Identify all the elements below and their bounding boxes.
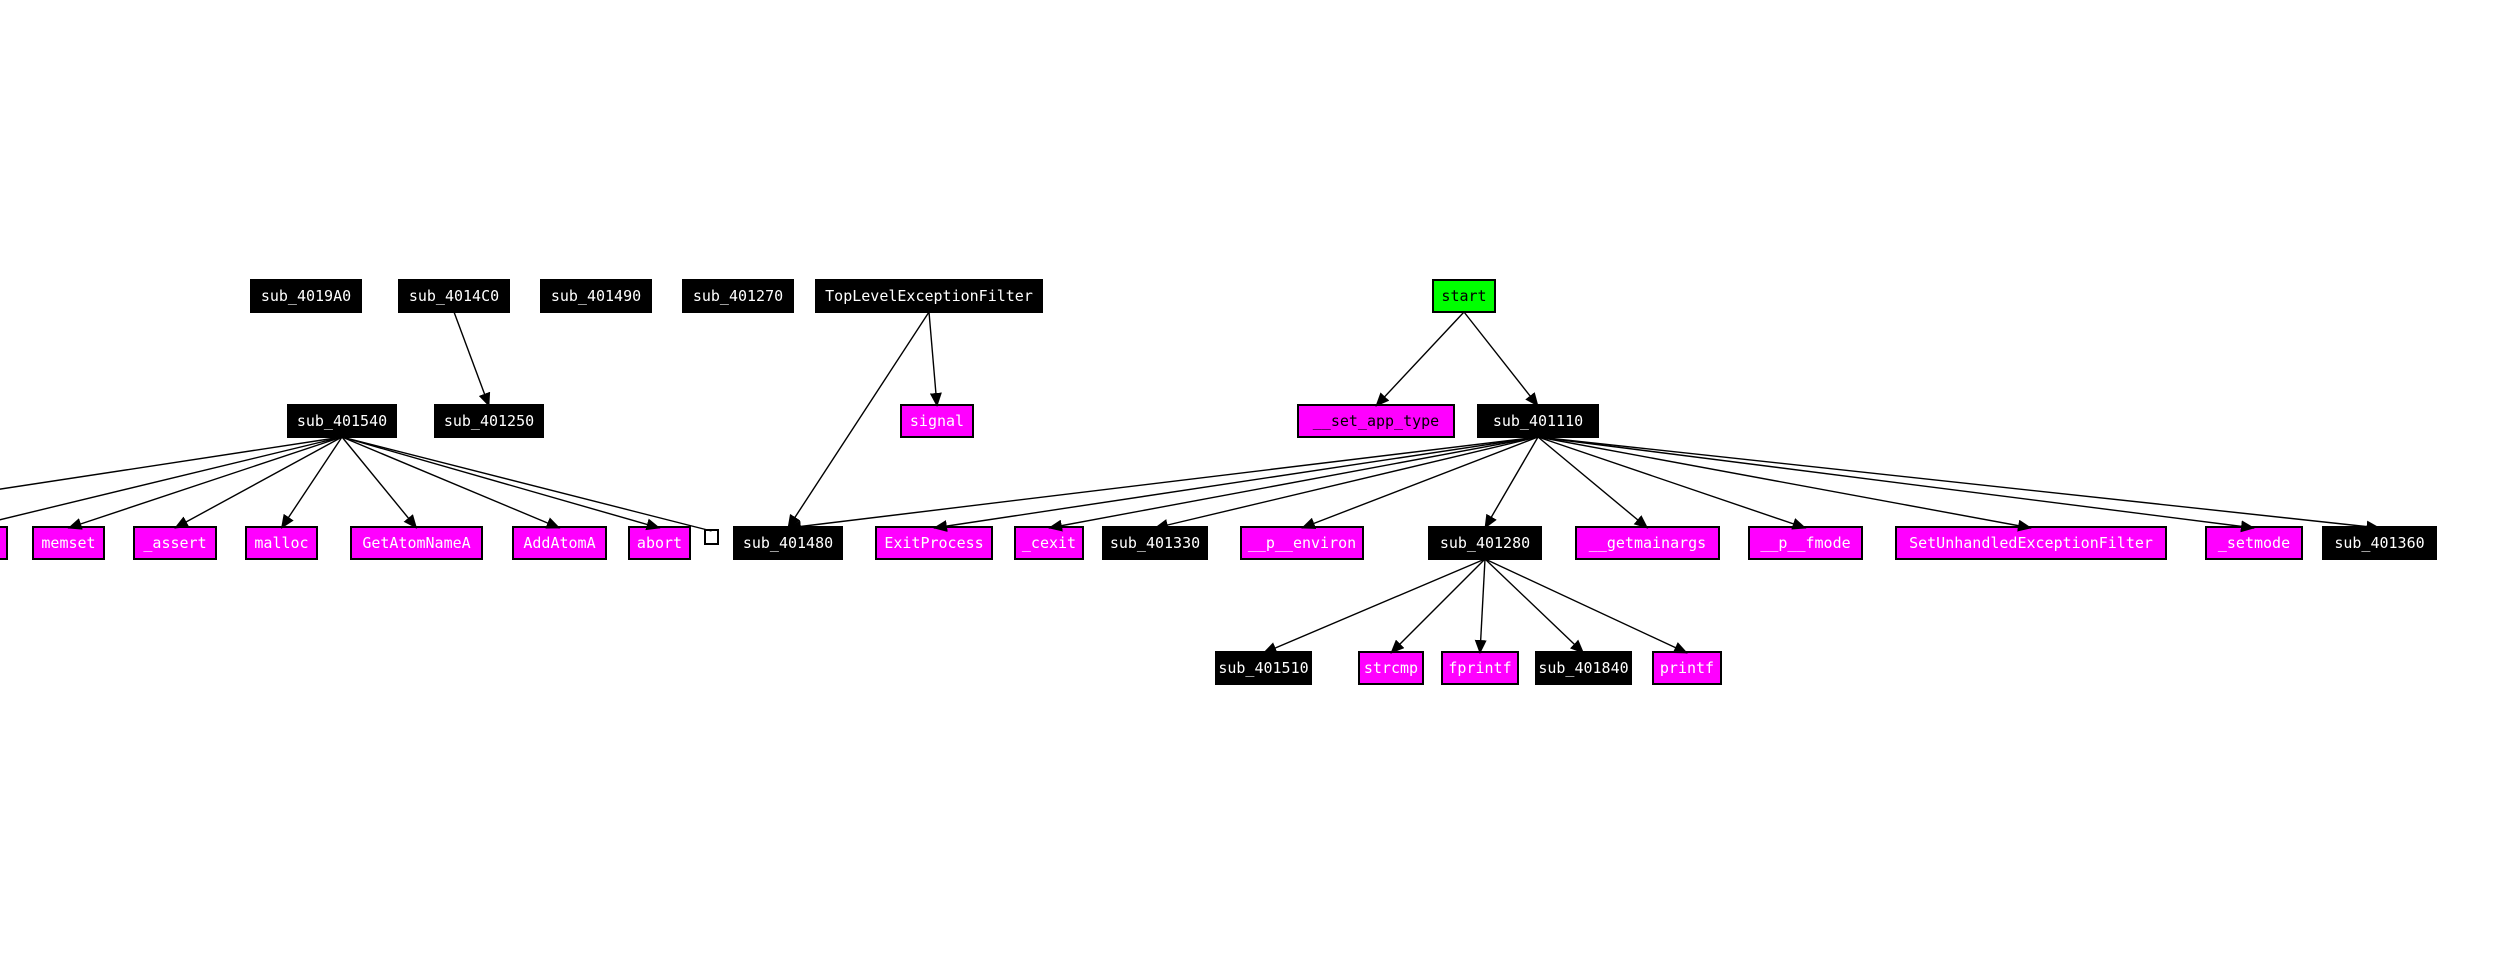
- edge-sub_401540-to-_assert: [174, 436, 343, 529]
- graph-node-abort[interactable]: abort: [628, 526, 691, 560]
- edge-sub_401540-to-malloc: [280, 436, 343, 529]
- node-label: sub_401360: [2334, 533, 2425, 552]
- graph-node-memset[interactable]: memset: [32, 526, 105, 560]
- node-label: memset: [41, 533, 96, 552]
- node-label: sub_401250: [443, 411, 535, 430]
- node-label: printf: [1659, 658, 1715, 677]
- node-label: GetAtomNameA: [362, 533, 471, 552]
- graph-node-GetAtomNameA[interactable]: GetAtomNameA: [350, 526, 483, 560]
- edge-sub_401110-to-ExitProcess: [933, 436, 1539, 532]
- node-label: signal: [909, 411, 965, 430]
- graph-node-fprintf[interactable]: fprintf: [1441, 651, 1519, 685]
- edge-sub_401540-to-memset: [67, 436, 343, 530]
- graph-node-AddAtomA[interactable]: AddAtomA: [512, 526, 607, 560]
- edge-sub_401110-to-__getmainargs: [1537, 436, 1649, 529]
- graph-node-sub_401330[interactable]: sub_401330: [1102, 526, 1208, 560]
- edge-TopLevelExceptionFilter-to-signal: [928, 311, 942, 407]
- node-label: TopLevelExceptionFilter: [825, 286, 1033, 305]
- node-label: _setmode: [2217, 533, 2291, 552]
- graph-node-sub_401490[interactable]: sub_401490: [540, 279, 652, 313]
- graph-node-sub_401110[interactable]: sub_401110: [1477, 404, 1599, 438]
- edge-sub_401280-to-sub_401510: [1262, 558, 1486, 654]
- edge-sub_401540-to-GetAtomNameA: [341, 436, 418, 529]
- graph-node-sub_401280[interactable]: sub_401280: [1428, 526, 1542, 560]
- edge-sub_401540-to-AddAtomA: [341, 436, 561, 529]
- edge-sub_401110-to-sub_401480: [787, 436, 1539, 533]
- graph-node-_cexit[interactable]: _cexit: [1014, 526, 1084, 560]
- node-label: malloc: [254, 533, 309, 552]
- node-label: sub_401510: [1218, 658, 1309, 677]
- graph-node-clipped_left[interactable]: [0, 526, 8, 560]
- edge-start-to-sub_401110: [1463, 311, 1539, 407]
- node-label: sub_401110: [1492, 411, 1584, 430]
- graph-node-_assert[interactable]: _assert: [133, 526, 217, 560]
- edge-sub_401110-to-__p__fmode: [1537, 436, 1807, 530]
- edge-sub_401280-to-sub_401840: [1484, 558, 1585, 654]
- node-label: sub_401840: [1538, 658, 1629, 677]
- graph-node-sub_401480[interactable]: sub_401480: [733, 526, 843, 560]
- graph-node-malloc[interactable]: malloc: [245, 526, 318, 560]
- graph-node-sub_4019A0[interactable]: sub_4019A0: [250, 279, 362, 313]
- node-label: __getmainargs: [1588, 533, 1707, 552]
- edge-sub_401540-to-abort: [341, 436, 661, 531]
- node-label: abort: [636, 533, 683, 552]
- graph-node-ExitProcess[interactable]: ExitProcess: [875, 526, 993, 560]
- edge-sub_401280-to-fprintf: [1474, 558, 1487, 654]
- node-label: sub_401540: [296, 411, 388, 430]
- node-label: SetUnhandledExceptionFilter: [1909, 533, 2153, 552]
- graph-node-_setmode[interactable]: _setmode: [2205, 526, 2303, 560]
- graph-node-sub_401840[interactable]: sub_401840: [1535, 651, 1632, 685]
- graph-node-SetUnhandledExceptionFilter[interactable]: SetUnhandledExceptionFilter: [1895, 526, 2167, 560]
- edge-start-to-__set_app_type: [1375, 311, 1465, 407]
- edge-sub_401110-to-sub_401280: [1484, 436, 1539, 529]
- node-label: sub_401280: [1439, 533, 1531, 552]
- node-label: _cexit: [1021, 533, 1077, 552]
- edge-sub_401280-to-strcmp: [1390, 558, 1486, 654]
- graph-node-sub_401360[interactable]: sub_401360: [2322, 526, 2437, 560]
- graph-node-start[interactable]: start: [1432, 279, 1496, 313]
- graph-node-__p__fmode[interactable]: __p__fmode: [1748, 526, 1863, 560]
- graph-node-sub_4014C0[interactable]: sub_4014C0: [398, 279, 510, 313]
- edge-sub_4014C0-to-sub_401250: [453, 311, 491, 407]
- edge-sub_401110-to-sub_401330: [1154, 436, 1539, 531]
- graph-node-strcmp[interactable]: strcmp: [1358, 651, 1424, 685]
- graph-node-__p__environ[interactable]: __p__environ: [1240, 526, 1364, 560]
- node-label: sub_401480: [742, 533, 834, 552]
- node-label: start: [1441, 286, 1487, 305]
- edge-sub_401110-to-_setmode: [1537, 436, 2255, 533]
- edge-sub_401110-to-__p__environ: [1301, 436, 1539, 529]
- graph-node-sub_401250[interactable]: sub_401250: [434, 404, 544, 438]
- graph-node-printf[interactable]: printf: [1652, 651, 1722, 685]
- graph-node-__getmainargs[interactable]: __getmainargs: [1575, 526, 1720, 560]
- node-label: strcmp: [1363, 658, 1419, 677]
- edge-sub_401110-to-SetUnhandledExceptionFilter: [1537, 436, 2032, 532]
- node-label: ExitProcess: [884, 533, 984, 552]
- node-label: __set_app_type: [1312, 411, 1440, 430]
- node-label: sub_401490: [550, 286, 642, 305]
- graph-node-__set_app_type[interactable]: __set_app_type: [1297, 404, 1455, 438]
- node-label: AddAtomA: [523, 533, 596, 552]
- node-label: sub_401270: [692, 286, 784, 305]
- node-label: sub_4014C0: [408, 286, 500, 305]
- edge-sub_401110-to-sub_401360: [1537, 436, 2381, 533]
- node-label: __p__environ: [1247, 533, 1357, 552]
- graph-node-sub_401510[interactable]: sub_401510: [1215, 651, 1312, 685]
- edge-sub_401540-to-off_left_1: [0, 436, 343, 490]
- node-label: sub_401330: [1109, 533, 1201, 552]
- node-label: sub_4019A0: [260, 286, 352, 305]
- node-label: fprintf: [1448, 658, 1512, 677]
- graph-node-TopLevelExceptionFilter[interactable]: TopLevelExceptionFilter: [815, 279, 1043, 313]
- graph-node-sub_401270[interactable]: sub_401270: [682, 279, 794, 313]
- node-label: _assert: [143, 533, 207, 552]
- edge-sub_401540-to-edge_stub_box: [341, 436, 712, 532]
- edge-sub_401110-to-_cexit: [1048, 436, 1539, 532]
- graph-node-signal[interactable]: signal: [900, 404, 974, 438]
- graph-node-edge_stub_box[interactable]: [704, 529, 719, 545]
- graph-node-sub_401540[interactable]: sub_401540: [287, 404, 397, 438]
- node-label: __p__fmode: [1760, 533, 1851, 552]
- edge-sub_401280-to-printf: [1484, 558, 1688, 654]
